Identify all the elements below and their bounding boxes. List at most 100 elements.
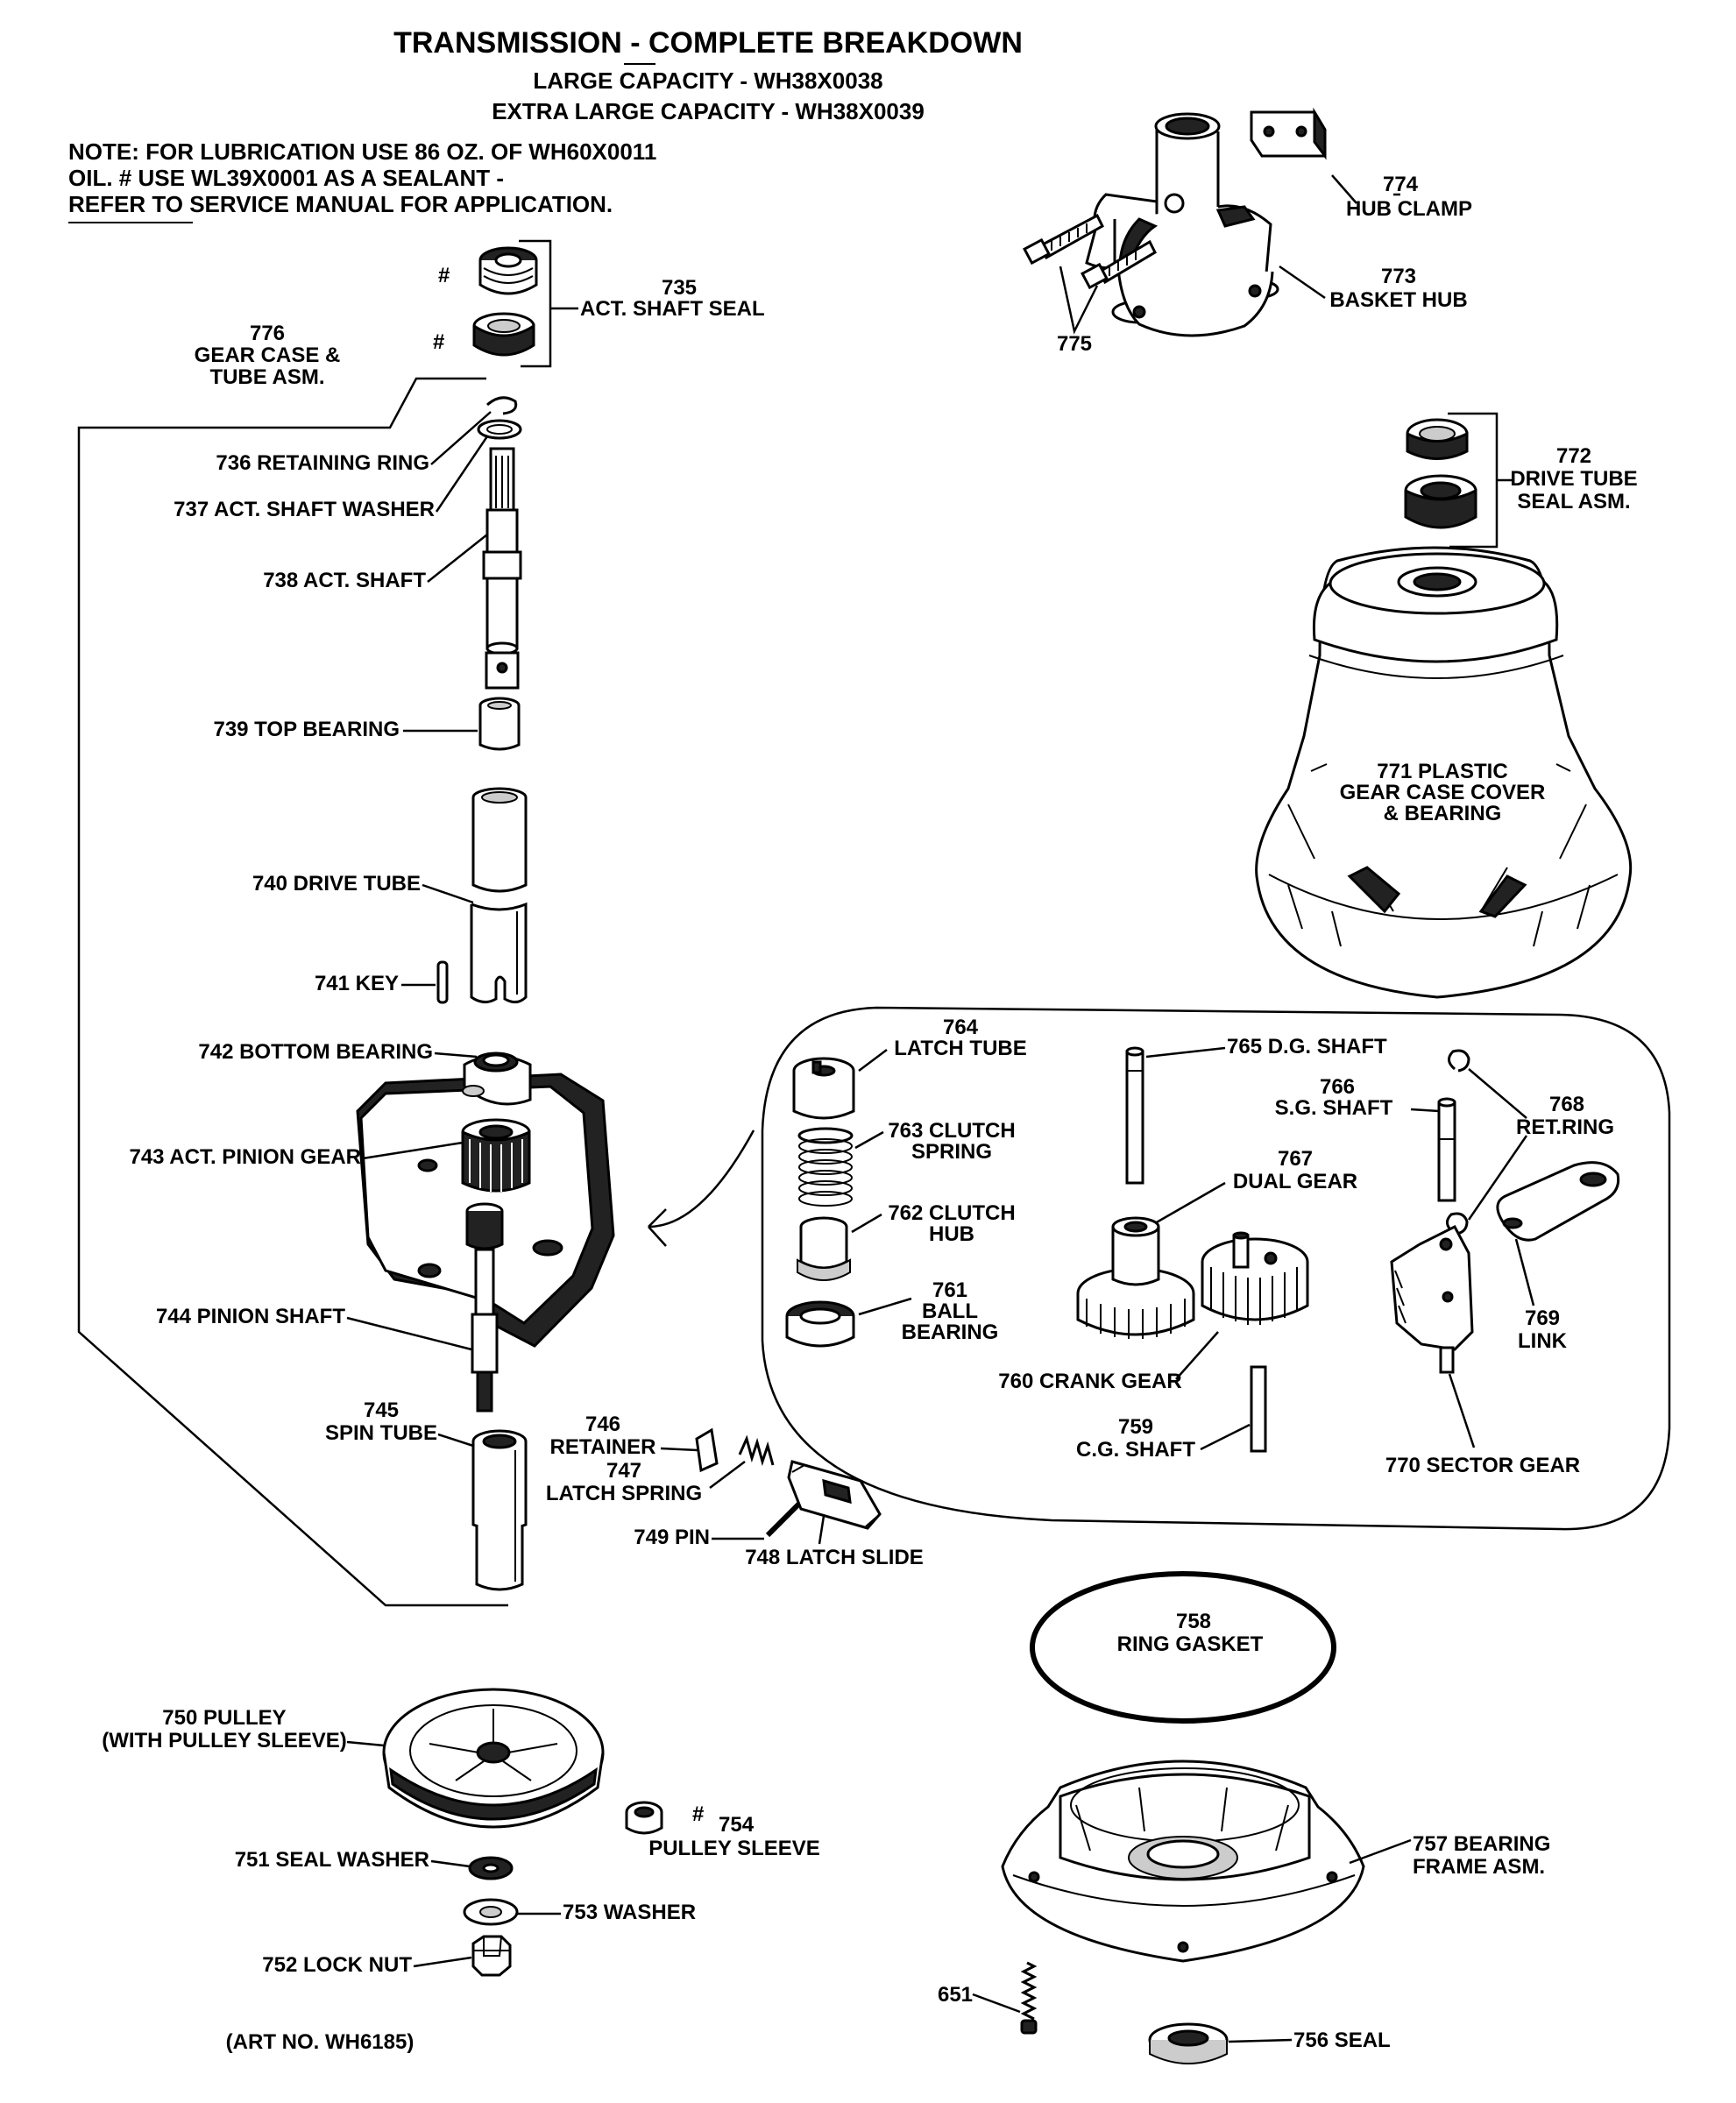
part-767-line-2: DUAL GEAR [1233, 1170, 1357, 1193]
part-751-label: 751 SEAL WASHER [235, 1848, 429, 1872]
part-737-label: 737 ACT. SHAFT WASHER [174, 498, 435, 521]
crank-gear-drawing [1201, 1231, 1309, 1325]
part-762-line-2: HUB [929, 1222, 974, 1246]
part-745-line-1: 745 [364, 1398, 399, 1422]
part-739-label: 739 TOP BEARING [213, 718, 400, 741]
part-740-label: 740 DRIVE TUBE [252, 872, 421, 896]
act-shaft-seal-bracket [519, 239, 552, 368]
part-747-line-1: 747 [606, 1459, 641, 1483]
act-shaft-drawing [482, 447, 522, 690]
subtitle-extra-large-capacity: EXTRA LARGE CAPACITY - WH38X0039 [492, 98, 925, 124]
part-754-label: PULLEY SLEEVE [648, 1837, 820, 1860]
retaining-ring-drawing [486, 396, 518, 415]
part-758-line-1: 758 [1176, 1610, 1211, 1633]
act-shaft-washer-drawing [477, 419, 522, 440]
part-761-line-2: BALL [922, 1299, 978, 1323]
sealant-mark-2: # [433, 330, 444, 354]
part-753-label: 753 WASHER [563, 1901, 696, 1924]
part-761-line-1: 761 [932, 1278, 967, 1302]
part-774-line-1: 774 [1383, 173, 1419, 196]
drive-tube-seal-asm-drawing [1404, 418, 1477, 529]
part-761-line-3: BEARING [902, 1321, 999, 1344]
lock-nut-drawing [471, 1935, 512, 1977]
detail-callout-arrow [648, 1129, 755, 1229]
sector-gear-drawing [1390, 1225, 1474, 1374]
part-735-label: ACT. SHAFT SEAL [580, 297, 765, 321]
part-764-line-1: 764 [943, 1016, 979, 1039]
washer-drawing [463, 1898, 519, 1926]
part-773-line-2: BASKET HUB [1329, 288, 1467, 312]
part-771-line-2: GEAR CASE COVER [1340, 781, 1546, 804]
hub-clamp-drawing [1250, 107, 1327, 160]
part-735-number: 735 [662, 276, 697, 300]
part-776-line-3: TUBE ASM. [209, 365, 324, 389]
part-756-label: 756 SEAL [1293, 2029, 1391, 2052]
part-772-line-2: DRIVE TUBE [1510, 467, 1637, 491]
part-770-label: 770 SECTOR GEAR [1385, 1454, 1580, 1477]
part-736-label: 736 RETAINING RING [216, 451, 429, 475]
gear-case-cover-drawing [1255, 546, 1633, 999]
part-766-line-1: 766 [1320, 1075, 1355, 1099]
part-750-line-2: (WITH PULLEY SLEEVE) [102, 1729, 347, 1752]
part-760-label: 760 CRANK GEAR [998, 1370, 1181, 1393]
clutch-hub-drawing [797, 1216, 851, 1281]
latch-slide-drawing [787, 1460, 882, 1530]
part-772-line-3: SEAL ASM. [1517, 490, 1630, 513]
part-651-label: 651 [938, 1983, 973, 2007]
part-754-number: 754 [719, 1813, 755, 1837]
cg-shaft-drawing [1250, 1365, 1267, 1453]
sealant-mark-1: # [438, 264, 450, 287]
pulley-sleeve-drawing [625, 1801, 663, 1835]
retainer-drawing [695, 1427, 719, 1473]
pulley-drawing [382, 1688, 605, 1829]
part-744-label: 744 PINION SHAFT [156, 1305, 345, 1328]
part-774-line-2: HUB CLAMP [1346, 197, 1472, 221]
part-763-line-1: 763 CLUTCH [888, 1119, 1015, 1143]
part-743-label: 743 ACT. PINION GEAR [129, 1145, 361, 1169]
gear-case-asm-outline [77, 377, 508, 1607]
part-775-label: 775 [1057, 332, 1092, 356]
bearing-frame-asm-drawing [1001, 1760, 1365, 1963]
part-752-label: 752 LOCK NUT [262, 1953, 412, 1977]
note-line-3: REFER TO SERVICE MANUAL FOR APPLICATION. [68, 191, 613, 217]
part-767-line-1: 767 [1278, 1147, 1313, 1171]
art-number: (ART NO. WH6185) [226, 2030, 415, 2054]
part-738-label: 738 ACT. SHAFT [263, 569, 426, 592]
part-766-line-2: S.G. SHAFT [1275, 1096, 1393, 1120]
dual-gear-drawing [1076, 1216, 1195, 1339]
part-764-line-2: LATCH TUBE [894, 1037, 1027, 1060]
ring-gasket-drawing [1030, 1571, 1336, 1724]
part-742-label: 742 BOTTOM BEARING [198, 1040, 433, 1064]
part-768-line-1: 768 [1549, 1093, 1584, 1116]
screw-651-drawing [1020, 1961, 1038, 2035]
pin-drawing [765, 1501, 802, 1538]
part-750-line-1: 750 PULLEY [162, 1706, 286, 1730]
sg-shaft-drawing [1437, 1097, 1456, 1202]
part-771-line-1: 771 PLASTIC [1377, 760, 1507, 783]
part-762-line-1: 762 CLUTCH [888, 1201, 1015, 1225]
part-772-line-1: 772 [1556, 444, 1591, 468]
act-shaft-seal-drawing [472, 246, 538, 357]
part-771-line-3: & BEARING [1384, 802, 1502, 825]
basket-hub-drawing [1085, 112, 1279, 337]
part-747-line-2: LATCH SPRING [546, 1482, 702, 1505]
pinion-shaft-drawing [465, 1202, 504, 1413]
part-758-line-2: RING GASKET [1117, 1632, 1264, 1656]
part-757-line-2: FRAME ASM. [1413, 1855, 1545, 1879]
act-pinion-gear-drawing [461, 1118, 531, 1193]
sealant-mark-754: # [692, 1802, 704, 1826]
link-drawing [1496, 1161, 1620, 1242]
latch-tube-drawing [792, 1057, 855, 1120]
part-776-line-1: 776 [250, 322, 285, 345]
drive-tube-drawing [470, 787, 528, 1003]
seal-washer-drawing [468, 1856, 514, 1880]
part-776-line-2: GEAR CASE & [195, 343, 341, 367]
part-741-label: 741 KEY [315, 972, 399, 995]
ball-bearing-drawing [785, 1300, 855, 1348]
part-769-line-2: LINK [1518, 1329, 1568, 1353]
part-745-line-2: SPIN TUBE [325, 1421, 437, 1445]
ret-ring-drawing [1446, 1049, 1470, 1236]
part-768-line-2: RET.RING [1516, 1115, 1614, 1139]
subtitle-large-capacity: LARGE CAPACITY - WH38X0038 [533, 67, 882, 94]
